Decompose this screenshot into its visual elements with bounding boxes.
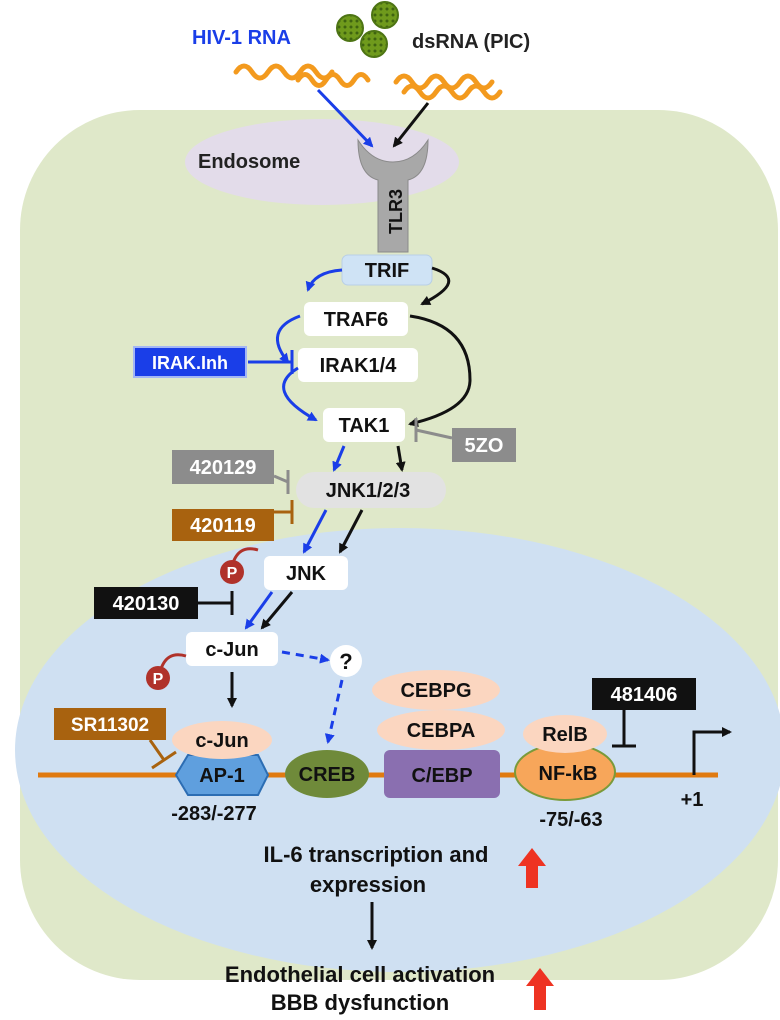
sr11302-inhibitor-box [54,708,166,740]
cjun-bound-label: c-Jun [195,730,248,752]
cebpg-label: CEBPG [400,680,471,702]
i481406-inhibition-bar [612,710,636,748]
upregulation-arrow-icon [518,848,546,888]
outcome-line2: expression [310,872,426,897]
i420130-inhibition-bar [198,591,234,615]
creb-label: CREB [299,764,356,786]
virus-icon [336,1,399,58]
trif-label: TRIF [365,260,409,282]
i420119-inhibition-bar [274,500,294,524]
jnk123-label: JNK1/2/3 [326,480,411,502]
nfkb-label: NF-kB [539,763,598,785]
i420119-inhibitor-box [172,509,274,541]
i420129-inhibitor-box [172,450,274,484]
tlr3-label: TLR3 [386,189,406,234]
phospho-marker-jnk [220,547,259,584]
outcome-line1: IL-6 transcription and [264,842,489,867]
phospho-label-cjun: P [153,671,164,688]
final-outcome-line1: Endothelial cell activation [225,962,495,987]
ap1-site-label: -283/-277 [171,803,257,825]
relb-label: RelB [542,724,588,746]
creb-factor [285,750,369,798]
tlr3-receptor [357,138,429,253]
traf6-node [304,302,408,336]
cebpa-label: CEBPA [407,720,476,742]
tak1-node [323,408,405,442]
ap1-factor [174,754,270,796]
hiv-rna-label: HIV-1 RNA [192,27,291,49]
ap1-label: AP-1 [199,765,245,787]
irak-inhibitor-box [133,346,247,378]
i481406-inhibitor-box [592,678,696,710]
i5zo-inhibition-bar [414,418,453,442]
hiv-to-tlr3-arrow [316,88,374,148]
sr11302-inhibition-bar [148,739,177,770]
i420130-inhibitor-box [94,587,198,619]
cebp-factor [384,750,500,798]
jnk-label: JNK [286,563,327,585]
unknown-label: ? [339,649,352,674]
i5zo-inhibitor-box [452,428,516,462]
relb-factor [523,715,607,753]
i420129-inhibition-bar [273,470,290,494]
irak-inhibitor-label: IRAK.Inh [152,353,228,373]
cebpg-factor [372,670,500,710]
i420130-inhibitor-label: 420130 [113,593,180,615]
endosome-label: Endosome [198,151,300,173]
cjun-bound-factor [172,721,272,759]
cebp-label: C/EBP [411,765,472,787]
jnk123-node [296,472,446,508]
dsrna-to-tlr3-arrow [392,102,430,148]
i420119-inhibitor-label: 420119 [190,515,256,537]
final-outcome-line2: BBB dysfunction [271,990,449,1015]
irak-inhibition-bar [248,350,294,374]
traf6-label: TRAF6 [324,309,388,331]
black-pathway-arrows [227,266,472,950]
tss-label: +1 [681,789,704,811]
unknown-node [330,645,362,677]
final-upregulation-arrow-icon [526,968,554,1010]
sr11302-inhibitor-label: SR11302 [71,715,149,736]
phospho-marker-cjun [146,653,187,690]
jnk-node [264,556,348,590]
i5zo-inhibitor-label: 5ZO [465,435,504,457]
irak-node [298,348,418,382]
rna-strands [233,63,503,101]
i420129-inhibitor-label: 420129 [190,457,257,479]
dsrna-label: dsRNA (PIC) [412,31,530,53]
tss-arrow [692,727,732,775]
cjun-node [186,632,278,666]
i481406-inhibitor-label: 481406 [611,684,678,706]
cebpa-factor [377,710,505,750]
phospho-label-jnk: P [227,565,238,582]
irak-label: IRAK1/4 [320,355,398,377]
nfkb-site-label: -75/-63 [539,809,602,831]
tak1-label: TAK1 [339,415,390,437]
cjun-label: c-Jun [205,639,258,661]
